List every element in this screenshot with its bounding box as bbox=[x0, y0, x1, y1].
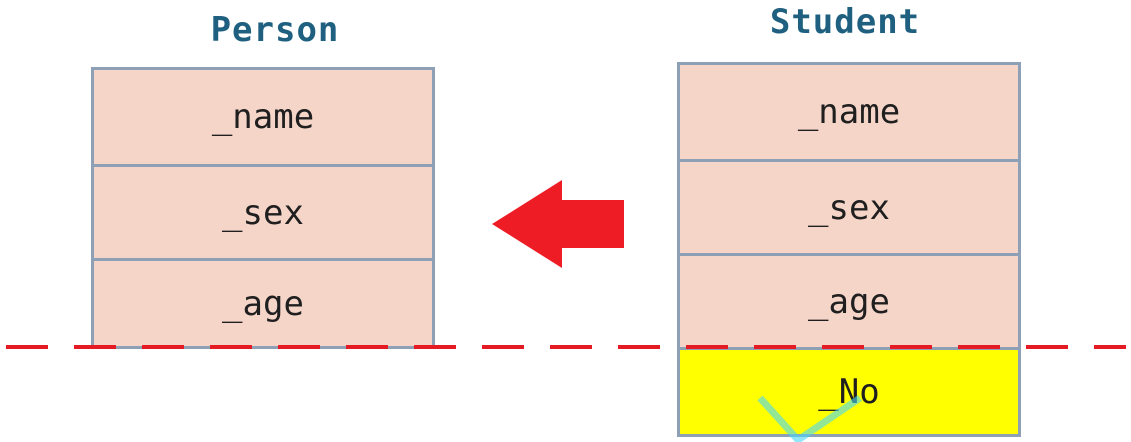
person-memory-block: _name _sex _age bbox=[91, 67, 435, 349]
left-arrow-icon bbox=[492, 180, 624, 268]
watermark-mark bbox=[757, 395, 862, 442]
student-field-sex: _sex bbox=[680, 159, 1018, 253]
person-field-sex: _sex bbox=[94, 164, 432, 258]
student-field-name: _name bbox=[680, 65, 1018, 159]
student-field-age: _age bbox=[680, 253, 1018, 347]
student-memory-block: _name _sex _age _No bbox=[677, 62, 1021, 437]
student-class-title: Student bbox=[769, 2, 921, 42]
person-class-title: Person bbox=[210, 10, 340, 50]
person-field-age: _age bbox=[94, 258, 432, 346]
person-field-name: _name bbox=[94, 70, 432, 164]
